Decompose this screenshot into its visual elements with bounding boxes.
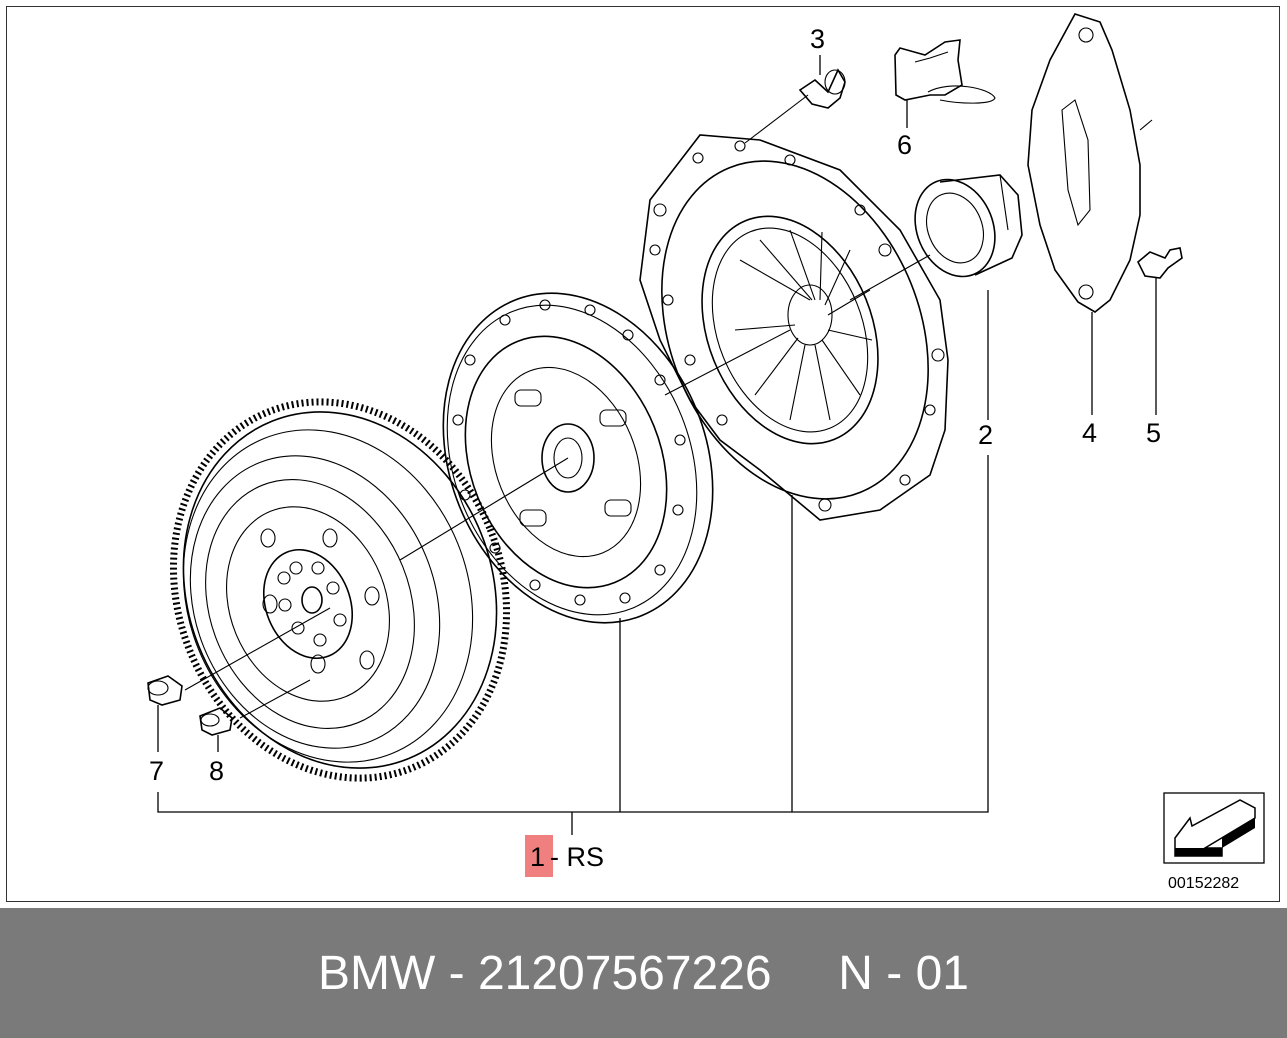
spring-clip-part-6[interactable]	[894, 39, 996, 104]
callout-6[interactable]: 6	[897, 130, 912, 160]
guide-pin-part-5[interactable]	[1137, 247, 1183, 279]
bolt-part-3[interactable]	[798, 68, 846, 109]
axis-line	[184, 607, 331, 691]
bushing-part-7[interactable]	[147, 675, 183, 706]
exploded-view-diagram: 1 - RS 2 3 4 5 6 7 8 00152282	[118, 13, 1265, 892]
orientation-arrow-icon	[1163, 792, 1265, 864]
clutch-disc-part[interactable]	[396, 252, 761, 663]
callout-1-suffix: - RS	[550, 842, 604, 872]
callout-2[interactable]: 2	[978, 420, 993, 450]
footer-bar: BMW - 21207567226 N - 01	[0, 908, 1287, 1038]
callout-4[interactable]: 4	[1082, 418, 1097, 448]
callout-1[interactable]: 1	[530, 842, 545, 872]
bushing-part-8[interactable]	[199, 707, 233, 736]
part-number-caption: BMW - 21207567226 N - 01	[318, 946, 969, 1000]
callout-8[interactable]: 8	[209, 756, 224, 786]
diagram-frame	[6, 6, 1280, 902]
pressure-plate-part[interactable]	[614, 121, 977, 539]
callout-highlight	[525, 835, 553, 877]
callout-7[interactable]: 7	[149, 756, 164, 786]
axis-line	[744, 94, 809, 144]
callout-5[interactable]: 5	[1146, 418, 1161, 448]
flywheel-part[interactable]	[118, 351, 562, 828]
axis-line	[849, 254, 931, 301]
axis-line	[239, 679, 311, 719]
release-lever-part[interactable]	[1027, 13, 1153, 313]
axis-line	[664, 329, 791, 396]
callout-3[interactable]: 3	[810, 24, 825, 54]
image-code: 00152282	[1168, 875, 1239, 892]
release-bearing-part[interactable]	[901, 167, 1023, 288]
axis-line	[399, 457, 569, 561]
leader-lines	[157, 55, 1157, 835]
